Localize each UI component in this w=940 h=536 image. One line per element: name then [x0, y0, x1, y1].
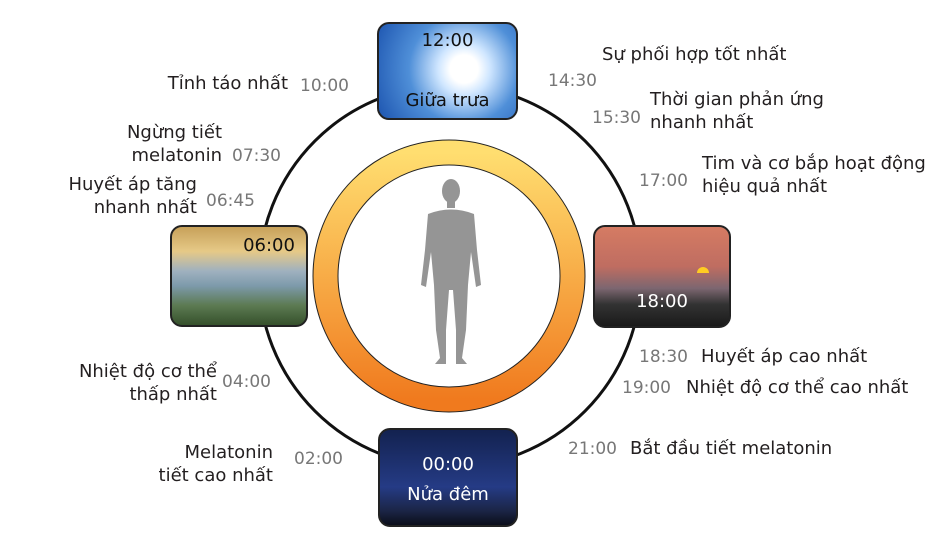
label-line: Melatonin	[184, 442, 273, 463]
label-line: Tim và cơ bắp hoạt động	[702, 153, 926, 174]
noon-time: 12:00	[421, 30, 474, 51]
midnight-caption: Nửa đêm	[407, 484, 489, 505]
label-line: nhanh nhất	[93, 197, 197, 218]
label-line: Thời gian phản ứng	[650, 89, 824, 110]
event-label-1530: Thời gian phản ứng nhanh nhất	[650, 88, 824, 134]
noon-photo: 12:00 Giữa trưa	[377, 22, 518, 120]
event-label-2100: Bắt đầu tiết melatonin	[630, 438, 833, 459]
event-time-0200: 02:00	[294, 449, 343, 469]
label-line: melatonin	[131, 145, 222, 166]
label-line: thấp nhất	[129, 384, 217, 405]
midnight-photo: 00:00 Nửa đêm	[378, 428, 518, 527]
event-time-1830: 18:30	[639, 347, 688, 367]
sun-icon	[697, 267, 709, 273]
midnight-time: 00:00	[422, 454, 474, 475]
label-line: Huyết áp tăng	[68, 174, 197, 195]
event-time-0400: 04:00	[222, 372, 271, 392]
event-label-0645: Huyết áp tăng nhanh nhất	[68, 173, 197, 219]
event-time-1900: 19:00	[622, 378, 671, 398]
label-line: tiết cao nhất	[158, 465, 273, 486]
event-time-0645: 06:45	[206, 191, 255, 211]
event-label-1430: Sự phối hợp tốt nhất	[602, 44, 787, 65]
event-time-1000: 10:00	[300, 76, 349, 96]
event-label-0200: Melatonin tiết cao nhất	[159, 441, 273, 487]
event-time-0730: 07:30	[232, 146, 281, 166]
human-silhouette-icon	[421, 179, 481, 364]
event-label-0730: Ngừng tiết melatonin	[127, 121, 222, 167]
event-time-1700: 17:00	[639, 171, 688, 191]
label-line: Nhiệt độ cơ thể	[78, 361, 217, 382]
orange-ring	[313, 140, 585, 412]
event-label-1900: Nhiệt độ cơ thể cao nhất	[686, 377, 909, 398]
event-time-1430: 14:30	[548, 71, 597, 91]
noon-caption: Giữa trưa	[405, 90, 490, 111]
morning-time: 06:00	[243, 235, 295, 256]
morning-photo: 06:00	[170, 225, 308, 327]
evening-time: 18:00	[636, 291, 688, 312]
event-label-1830: Huyết áp cao nhất	[701, 346, 868, 367]
label-line: Ngừng tiết	[126, 122, 222, 143]
label-line: nhanh nhất	[650, 112, 754, 133]
evening-photo: 18:00	[593, 225, 731, 328]
event-label-1000: Tỉnh táo nhất	[167, 73, 288, 94]
event-time-1530: 15:30	[592, 108, 641, 128]
event-label-0400: Nhiệt độ cơ thể thấp nhất	[79, 360, 217, 406]
event-time-2100: 21:00	[568, 439, 617, 459]
event-label-1700: Tim và cơ bắp hoạt động hiệu quả nhất	[702, 152, 926, 198]
label-line: hiệu quả nhất	[702, 176, 828, 197]
